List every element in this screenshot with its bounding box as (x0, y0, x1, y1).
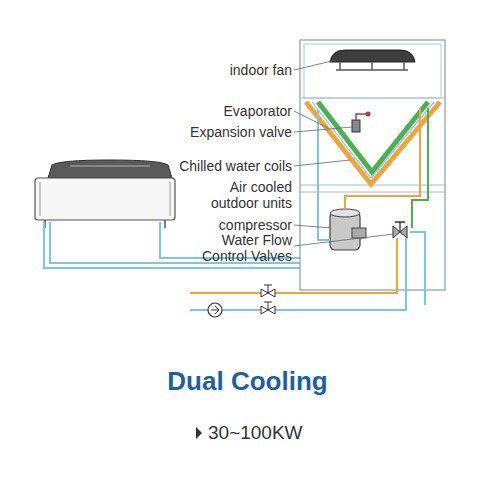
title: Dual Cooling (0, 366, 495, 397)
cabinet (300, 40, 445, 290)
outdoor-fan-top (48, 160, 172, 178)
water-valve (393, 222, 407, 238)
compressor-top (330, 209, 360, 217)
pump-arrow (211, 306, 219, 314)
outdoor-legs (45, 220, 165, 228)
leader-line (294, 111, 328, 128)
line-valves (261, 285, 275, 314)
part-label: Chilled water coils (132, 158, 292, 174)
fan-section (304, 44, 441, 98)
fan-grille (70, 165, 150, 167)
pipe (345, 108, 420, 209)
leader-lines (294, 60, 394, 246)
valve-body (352, 120, 360, 132)
water-supply (190, 238, 397, 293)
part-label: compressor (132, 217, 292, 233)
compressor (330, 209, 366, 250)
valve-stem (395, 222, 405, 232)
fan-mount (336, 62, 408, 70)
indoor-fan (330, 50, 415, 62)
outdoor-body (35, 178, 175, 220)
pump-symbol (208, 303, 222, 317)
caption: 30~100KW (208, 422, 303, 444)
part-label: indoor fan (132, 62, 292, 78)
valve-line (356, 114, 366, 120)
cabinet-shelf (300, 98, 445, 192)
bullet-symbol (196, 427, 202, 439)
indoor-unit (300, 40, 445, 290)
leader-line (294, 225, 331, 228)
pump (208, 303, 222, 317)
expansion-valve (352, 112, 371, 133)
leader-line (294, 60, 336, 70)
part-label: Expansion valve (132, 124, 292, 140)
compressor-box (352, 228, 366, 238)
valve-stem (264, 285, 272, 293)
leader-line (294, 160, 350, 166)
water-bypass (410, 232, 425, 305)
pipe (412, 108, 428, 228)
leader-line (294, 234, 394, 246)
part-label: Evaporator (132, 103, 292, 119)
outdoor-unit (35, 160, 175, 228)
coil-pipe (312, 102, 434, 178)
valve-stem (264, 302, 272, 310)
outdoor-frame (40, 182, 170, 216)
valve-bulb (366, 112, 371, 117)
leader-line (294, 127, 352, 132)
part-label: Air cooled outdoor units (192, 179, 292, 211)
part-label: Water Flow Control Valves (182, 232, 292, 264)
